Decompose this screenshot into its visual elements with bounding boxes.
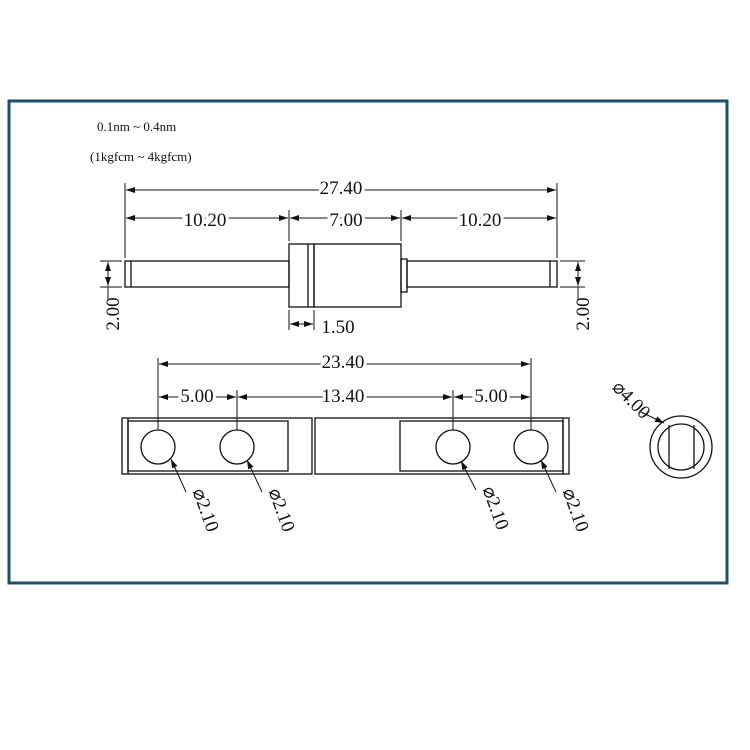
hole-2-diameter: ⌀2.10 <box>264 486 299 535</box>
dim-left-shaft-length: 10.20 <box>184 210 227 231</box>
end-view-inner-circle <box>657 423 705 471</box>
leader-hole-4 <box>540 459 557 493</box>
dim-end-view-diameter: ⌀4.00 <box>608 377 654 423</box>
left-leaf <box>121 417 313 475</box>
hole-1-diameter: ⌀2.10 <box>188 486 223 535</box>
side-view <box>124 243 558 308</box>
torque-note-kgfcm: (1kgfcm ~ 4kgfcm) <box>90 149 192 164</box>
left-shaft <box>124 260 290 288</box>
torque-note-nm: 0.1nm ~ 0.4nm <box>97 119 176 134</box>
end-view <box>640 411 713 479</box>
left-leaf-recess <box>127 420 289 472</box>
leader-hole-2 <box>246 459 263 493</box>
hole-1 <box>140 429 176 465</box>
right-leaf-recess <box>399 420 564 472</box>
dim-right-shaft-diameter: 2.00 <box>573 297 594 330</box>
dim-hole-span: 23.40 <box>322 352 365 373</box>
middle-body <box>313 243 402 308</box>
dim-middle-length: 7.00 <box>329 210 362 231</box>
dim-right-pitch: 5.00 <box>474 386 507 407</box>
dim-left-pitch: 5.00 <box>180 386 213 407</box>
hole-3 <box>435 429 471 465</box>
leader-end-view <box>640 411 665 424</box>
leader-hole-3 <box>460 460 477 491</box>
side-view-dimensions <box>100 183 585 330</box>
dim-center-gap: 13.40 <box>322 386 365 407</box>
hole-3-diameter: ⌀2.10 <box>478 484 513 533</box>
hole-4-diameter: ⌀2.10 <box>558 486 593 535</box>
end-view-outer-circle <box>649 415 713 479</box>
right-shaft <box>406 260 558 288</box>
step <box>400 258 408 293</box>
top-view-dimensions <box>157 358 557 493</box>
hole-2 <box>219 429 255 465</box>
dim-left-shaft-diameter: 2.00 <box>103 297 124 330</box>
dim-flange-thickness: 1.50 <box>321 317 354 338</box>
drawing-frame <box>7 99 729 585</box>
dim-right-shaft-length: 10.20 <box>459 210 502 231</box>
hole-4 <box>513 429 549 465</box>
leader-hole-1 <box>170 458 187 493</box>
top-view <box>121 417 570 475</box>
flange <box>288 243 315 308</box>
right-leaf <box>314 417 570 475</box>
dim-overall-length: 27.40 <box>320 178 363 199</box>
